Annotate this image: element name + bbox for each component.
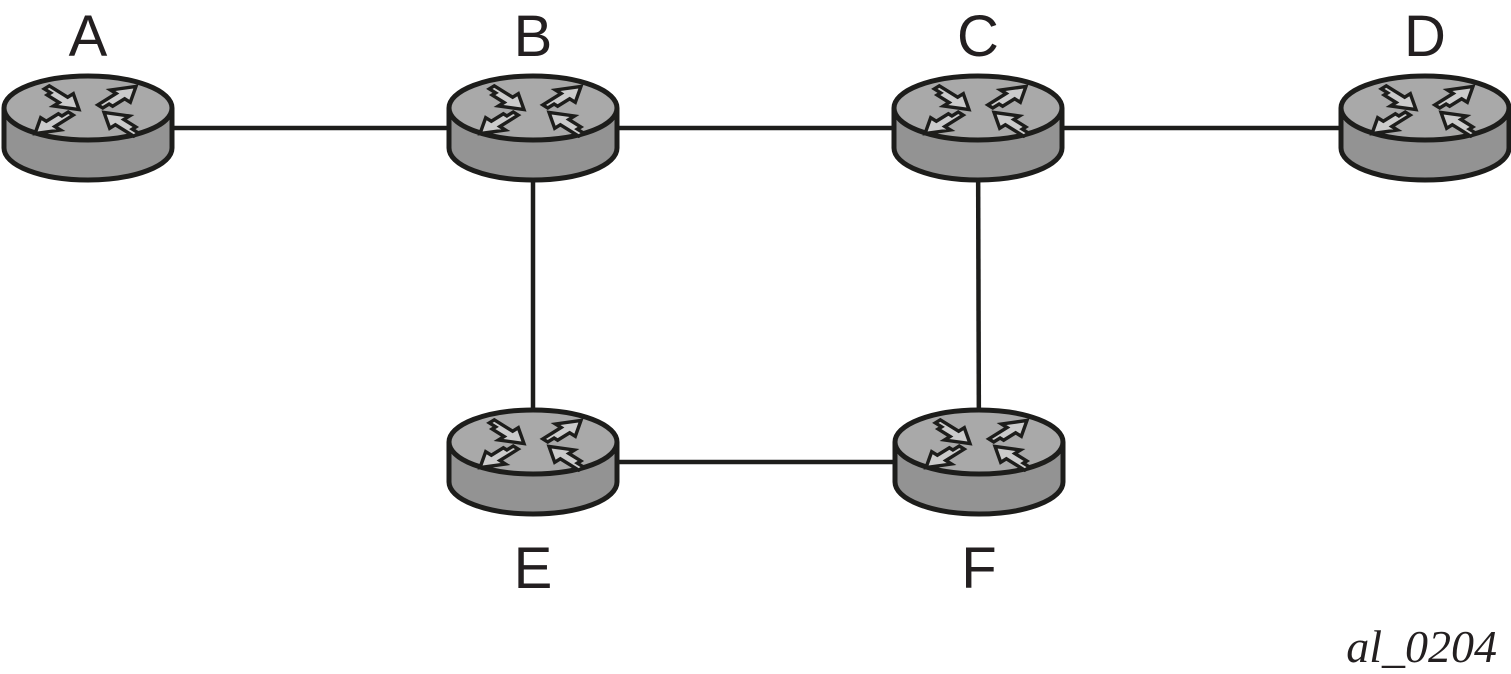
links-layer [88, 125, 1425, 465]
router-e [449, 410, 617, 514]
router-label-b: B [514, 4, 553, 69]
router-c [894, 76, 1062, 180]
labels-layer: A B C D E F [69, 4, 1446, 601]
router-d [1341, 76, 1509, 180]
router-a [4, 76, 172, 180]
router-label-a: A [69, 4, 108, 69]
link-c-f [975, 127, 982, 463]
router-label-c: C [957, 4, 999, 69]
router-b [449, 76, 617, 180]
router-label-e: E [514, 536, 553, 601]
figure-caption: al_0204 [1346, 621, 1497, 672]
router-f [895, 410, 1063, 514]
router-label-d: D [1404, 4, 1446, 69]
router-label-f: F [961, 536, 996, 601]
routers-layer [4, 76, 1509, 514]
